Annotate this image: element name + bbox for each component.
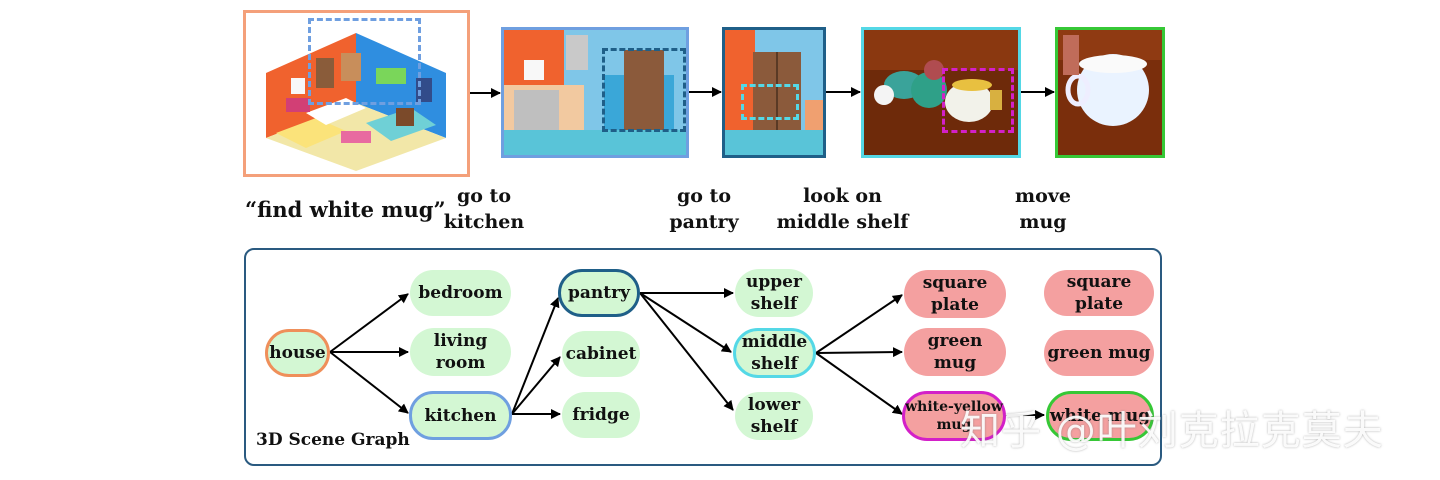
step-label-look-on-middle-shelf: look on middle shelf — [776, 185, 909, 233]
node-middle-shelf: middle shelf — [733, 328, 816, 378]
house-frame — [243, 10, 470, 177]
node-kitchen: kitchen — [409, 391, 512, 440]
scene-graph-panel — [244, 248, 1162, 466]
node-green-mug: green mug — [904, 328, 1006, 376]
kitchen-image — [504, 30, 686, 155]
pantry-frame — [722, 27, 826, 158]
step-label-move-mug: move mug — [1015, 185, 1071, 233]
edge-pantry-lower-shelf — [639, 292, 734, 411]
mug-region-dash — [942, 68, 1014, 133]
node-lower-shelf: lower shelf — [735, 392, 813, 440]
edge-middle-shelf-green-mug — [815, 347, 903, 358]
node-white-mug: white mug — [1046, 391, 1154, 441]
edge-middle-shelf-white-yellow-mug — [815, 352, 903, 415]
kitchen-region-dash — [308, 18, 421, 105]
node-house: house — [265, 329, 330, 377]
mug-frame — [1055, 27, 1165, 158]
node-bedroom: bedroom — [410, 270, 511, 316]
edge-kitchen-pantry — [511, 297, 560, 415]
node-fridge: fridge — [562, 392, 640, 438]
isometric-house-image — [246, 13, 467, 174]
node-pantry: pantry — [558, 269, 640, 317]
node-square-plate-goal: square plate — [1044, 270, 1154, 316]
step-label-go-to-pantry: go to pantry — [669, 185, 739, 233]
node-upper-shelf: upper shelf — [735, 269, 813, 317]
node-cabinet: cabinet — [562, 331, 640, 377]
node-green-mug-goal: green mug — [1044, 330, 1154, 376]
shelf-frame — [861, 27, 1021, 158]
edge-house-bedroom — [329, 293, 409, 353]
edge-house-kitchen — [329, 351, 409, 414]
watermark: 知乎 @叶刘克拉克莫夫 — [960, 408, 1384, 454]
kitchen-frame — [501, 27, 689, 158]
query-text: “find white mug” — [245, 197, 446, 222]
node-white-yellow-mug: white-yellow mug — [902, 391, 1006, 441]
white-mug-image — [1058, 30, 1162, 155]
step-label-go-to-kitchen: go to kitchen — [443, 185, 525, 233]
node-square-plate: square plate — [904, 270, 1006, 318]
scene-graph-title: 3D Scene Graph — [256, 430, 410, 450]
shelf-image — [864, 30, 1018, 155]
node-living-room: living room — [410, 328, 511, 376]
edge-middle-shelf-square-plate — [815, 294, 903, 354]
shelf-region-dash — [741, 84, 799, 120]
edge-pantry-middle-shelf — [639, 292, 732, 353]
pantry-region-dash — [602, 48, 686, 132]
edge-kitchen-cabinet — [511, 356, 561, 415]
